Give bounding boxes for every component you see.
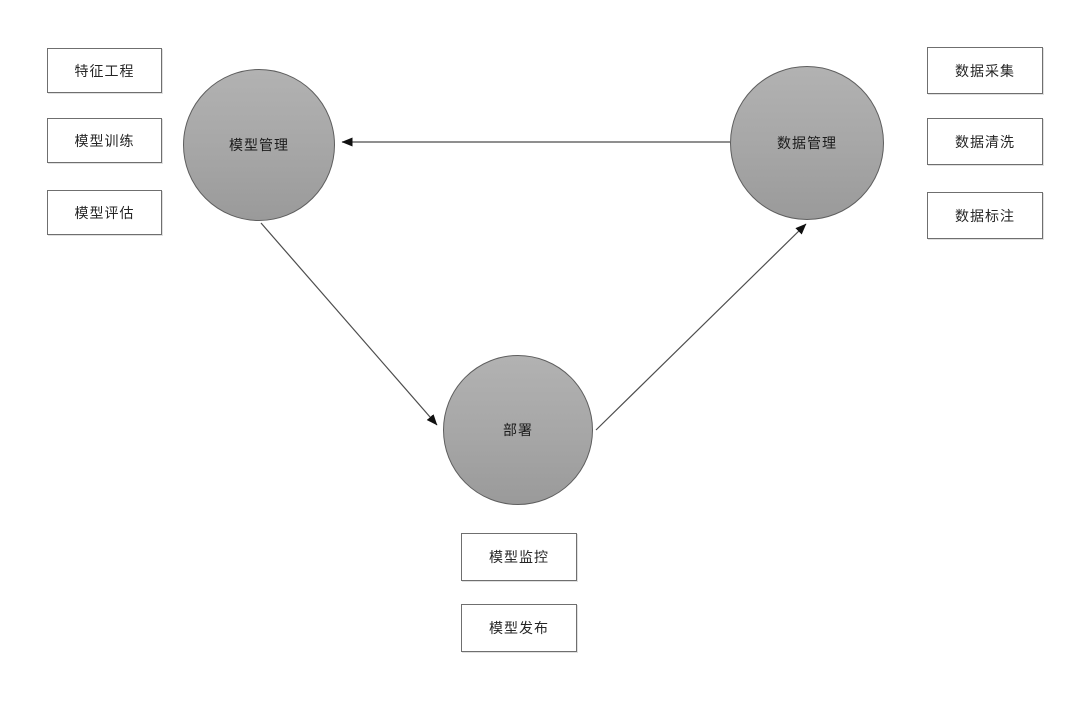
- box-model-training-label: 模型训练: [74, 133, 135, 150]
- box-model-monitoring-label: 模型监控: [489, 550, 549, 566]
- box-feature-engineering-label: 特征工程: [74, 63, 135, 80]
- box-data-annotation-label: 数据标注: [955, 208, 1015, 225]
- box-model-evaluation-label: 模型评估: [74, 205, 135, 222]
- box-data-collection-label: 数据采集: [955, 63, 1015, 80]
- box-model-release: 模型发布: [461, 604, 577, 652]
- arrow-model-to-deployment: [260, 222, 438, 426]
- box-model-training: 模型训练: [47, 118, 162, 163]
- box-feature-engineering: 特征工程: [47, 48, 162, 93]
- node-data-management-label: 数据管理: [777, 136, 837, 152]
- box-data-cleaning: 数据清洗: [927, 118, 1043, 165]
- box-data-cleaning-label: 数据清洗: [955, 134, 1015, 151]
- node-model-management: 模型管理: [183, 69, 335, 221]
- node-model-management-label: 模型管理: [229, 138, 289, 154]
- box-model-release-label: 模型发布: [489, 621, 549, 637]
- box-data-collection: 数据采集: [927, 47, 1043, 94]
- node-deployment: 部署: [443, 355, 593, 505]
- node-data-management: 数据管理: [730, 66, 884, 220]
- box-model-monitoring: 模型监控: [461, 533, 577, 581]
- arrow-deployment-to-data: [595, 223, 807, 431]
- box-model-evaluation: 模型评估: [47, 190, 162, 235]
- box-data-annotation: 数据标注: [927, 192, 1043, 239]
- node-deployment-label: 部署: [503, 423, 533, 439]
